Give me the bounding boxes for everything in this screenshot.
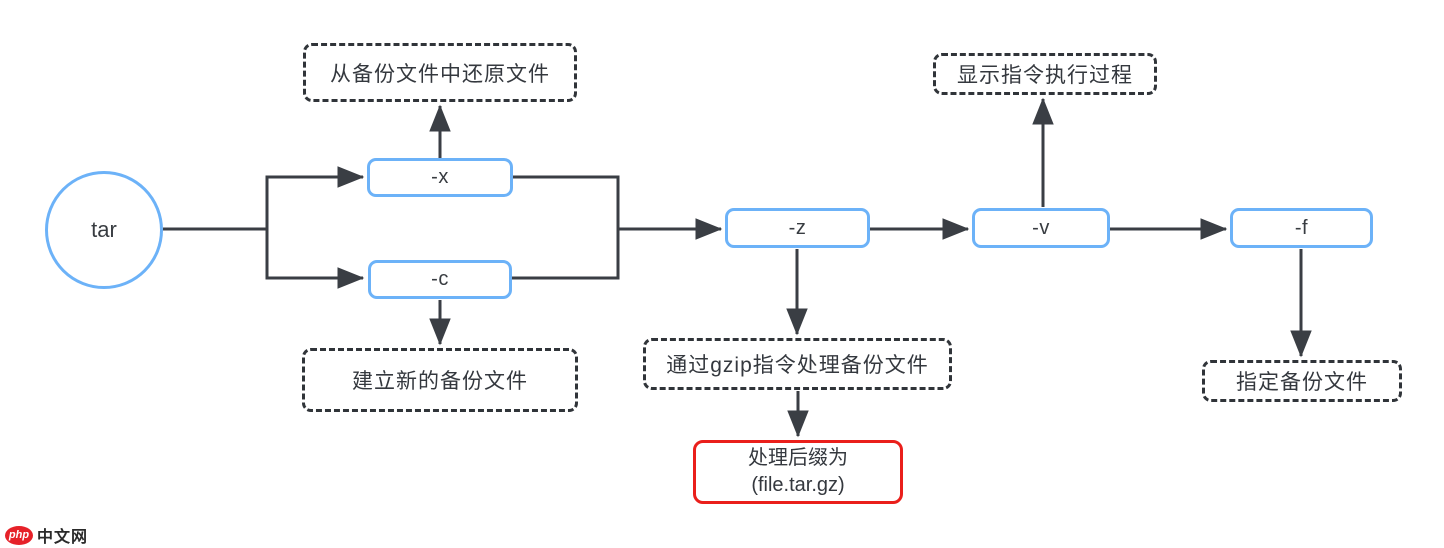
note-specify-file: 指定备份文件 xyxy=(1202,360,1402,402)
php-logo-text: 中文网 xyxy=(37,529,89,546)
node-option-x-label: -x xyxy=(431,166,449,188)
node-option-f-label: -f xyxy=(1294,216,1309,239)
note-restore-files-text: 从备份文件中还原文件 xyxy=(330,62,550,86)
note-gzip-process-text: 通过gzip指令处理备份文件 xyxy=(666,354,929,377)
note-result-suffix-line1: 处理后缀为 xyxy=(748,447,848,469)
note-gzip-process: 通过gzip指令处理备份文件 xyxy=(643,338,952,390)
note-result-suffix-line2: (file.tar.gz) xyxy=(751,474,845,496)
php-logo-badge: php xyxy=(5,525,33,545)
note-create-backup-text: 建立新的备份文件 xyxy=(352,370,528,393)
node-option-c-label: -c xyxy=(431,268,449,290)
note-show-progress: 显示指令执行过程 xyxy=(933,53,1157,95)
note-show-progress-text: 显示指令执行过程 xyxy=(957,64,1133,87)
note-create-backup: 建立新的备份文件 xyxy=(302,348,578,412)
node-tar-label: tar xyxy=(91,217,117,242)
note-result-suffix: 处理后缀为 (file.tar.gz) xyxy=(693,440,903,504)
node-option-z: -z xyxy=(725,208,870,248)
note-specify-file-text: 指定备份文件 xyxy=(1236,371,1368,394)
note-restore-files: 从备份文件中还原文件 xyxy=(303,43,577,102)
node-tar: tar xyxy=(45,171,163,289)
node-option-v-label: -v xyxy=(1032,216,1050,239)
node-option-x: -x xyxy=(367,158,513,197)
node-option-v: -v xyxy=(972,208,1110,248)
node-option-z-label: -z xyxy=(788,216,807,239)
node-option-f: -f xyxy=(1230,208,1373,248)
node-option-c: -c xyxy=(368,260,512,299)
site-watermark: php 中文网 xyxy=(5,523,88,547)
